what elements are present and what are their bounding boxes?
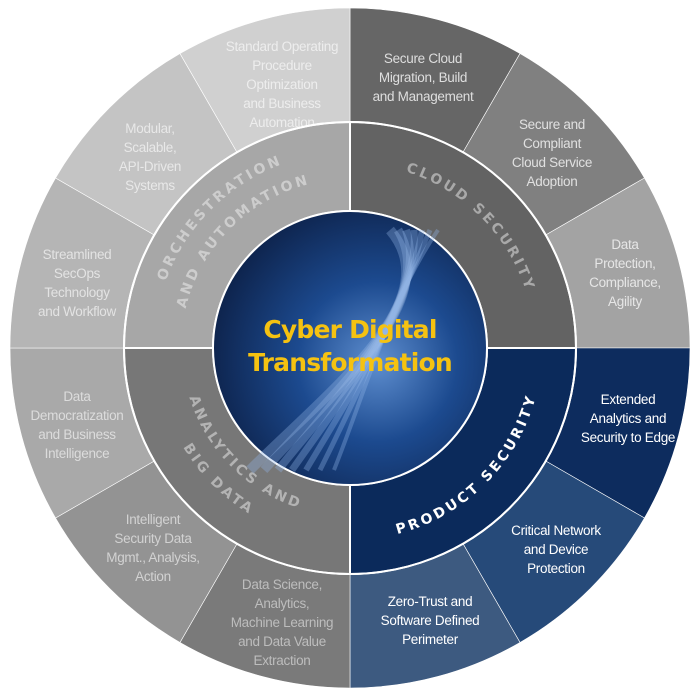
outer-segment-label: Streamlined	[43, 247, 112, 262]
center-background	[212, 210, 488, 486]
center-swirl-image	[246, 226, 440, 474]
outer-segment-label: Adoption	[527, 174, 578, 189]
title-line-2: Transformation	[248, 348, 452, 377]
outer-segment-label: Data	[611, 237, 639, 252]
outer-segment-label: Intelligent	[126, 512, 181, 527]
swirl-stroke	[332, 228, 440, 471]
outer-segment-label: and Business	[243, 96, 321, 111]
outer-segment-label: Compliance,	[589, 275, 661, 290]
outer-segment-label: Machine Learning	[231, 615, 334, 630]
outer-segment-label: Action	[135, 569, 171, 584]
outer-segment-label: Analytics,	[255, 596, 310, 611]
outer-segment-label: Extended	[601, 392, 656, 407]
outer-segment-label: and Device	[524, 542, 589, 557]
outer-segment-label: Security to Edge	[581, 430, 675, 445]
outer-segment-label: Agility	[608, 294, 642, 309]
outer-segment-label: SecOps	[54, 266, 101, 281]
outer-segment-label: and Business	[38, 427, 116, 442]
outer-segment-label: Migration, Build	[379, 70, 467, 85]
outer-segment-label: Intelligence	[45, 446, 110, 461]
outer-segment-label: Software Defined	[381, 613, 480, 628]
outer-segment-label: and Management	[373, 89, 474, 104]
outer-segment-label: Data Science,	[242, 577, 322, 592]
outer-segment-label: Systems	[125, 178, 175, 193]
outer-segment-label: and Workflow	[38, 304, 116, 319]
outer-segment-label: Cloud Service	[512, 155, 592, 170]
outer-segment-label: Procedure	[252, 58, 312, 73]
outer-segment-label: Mgmt., Analysis,	[106, 550, 199, 565]
outer-segment-label: Technology	[44, 285, 110, 300]
outer-segment-label: Data	[63, 389, 91, 404]
center-circle: Cyber Digital Transformation	[212, 210, 488, 486]
outer-segment-label: API-Driven	[119, 159, 181, 174]
title-line-1: Cyber Digital	[263, 315, 436, 344]
outer-segment-label: Security Data	[114, 531, 192, 546]
outer-segment-label: Automation	[249, 115, 314, 130]
outer-segment-label: Democratization	[30, 408, 123, 423]
outer-segment-label: Zero-Trust and	[388, 594, 473, 609]
outer-segment-label: Secure and	[519, 117, 585, 132]
outer-segment-label: Standard Operating	[226, 39, 338, 54]
outer-segment-label: Scalable,	[124, 140, 177, 155]
ring-divider	[123, 121, 577, 575]
outer-segment-label: Protection,	[594, 256, 655, 271]
outer-segment-label: Compliant	[523, 136, 582, 151]
outer-segment-label: Protection	[527, 561, 585, 576]
outer-segment-label: Analytics and	[590, 411, 666, 426]
outer-segment-label: Modular,	[125, 121, 174, 136]
outer-segment-label: and Data Value	[238, 634, 326, 649]
outer-segment-label: Extraction	[253, 653, 310, 668]
outer-segment-label: Perimeter	[402, 632, 459, 647]
outer-segment-label: Secure Cloud	[384, 51, 462, 66]
outer-segment-label: Critical Network	[511, 523, 601, 538]
outer-segment-label: Optimization	[246, 77, 317, 92]
